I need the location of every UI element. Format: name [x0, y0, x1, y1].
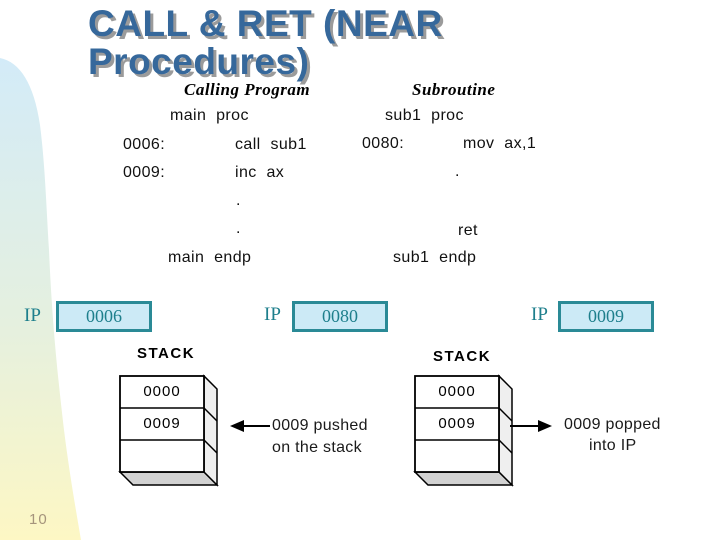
stack-title: STACK — [433, 348, 492, 365]
ip-register-label: IP — [531, 304, 548, 325]
code-sub1-proc: sub1 proc — [385, 107, 464, 124]
ip-register-value-box: 0080 — [292, 301, 388, 332]
ip-register-label: IP — [24, 305, 41, 326]
ip-register-value-box: 0006 — [56, 301, 152, 332]
code-ret: ret — [458, 222, 478, 239]
arrow-right-icon — [510, 420, 552, 432]
subroutine-header: Subroutine — [412, 80, 496, 99]
stack-cell: 0000 — [143, 383, 181, 400]
stack-cell: 0009 — [143, 415, 181, 432]
stack-cell — [120, 440, 204, 472]
stack-annotation-line2: into IP — [589, 437, 637, 454]
stack-box-3d — [413, 374, 514, 487]
page-title-line2: Procedures) — [88, 41, 310, 82]
code-addr-0009: 0009: — [123, 164, 166, 181]
code-ellipsis-dot: . — [236, 220, 241, 237]
code-sub1-endp: sub1 endp — [393, 249, 477, 266]
code-call-sub1: call sub1 — [235, 136, 307, 153]
page-title: CALL & RET (NEAR Procedures) — [88, 5, 443, 81]
stack-cell: 0009 — [438, 415, 476, 432]
stack-title: STACK — [137, 345, 196, 362]
code-ellipsis-dot: . — [455, 163, 460, 180]
stack-annotation-line1: 0009 popped — [564, 416, 661, 433]
code-addr-0006: 0006: — [123, 136, 166, 153]
code-inc-ax: inc ax — [235, 164, 285, 181]
code-main-endp: main endp — [168, 249, 252, 266]
page-title-line1: CALL & RET (NEAR — [88, 3, 443, 44]
stack-annotation-line2: on the stack — [272, 439, 362, 456]
code-addr-0080: 0080: — [362, 135, 405, 152]
ip-register-label: IP — [264, 304, 281, 325]
stack-annotation-line1: 0009 pushed — [272, 417, 368, 434]
slide-number: 10 — [29, 511, 48, 528]
arrow-left-icon — [230, 420, 270, 432]
stack-cell — [415, 440, 499, 472]
ip-register-value-box: 0009 — [558, 301, 654, 332]
code-ellipsis-dot: . — [236, 192, 241, 209]
stack-box-3d — [118, 374, 219, 487]
code-mov-ax-1: mov ax,1 — [463, 135, 537, 152]
left-accent-band — [0, 58, 81, 540]
code-main-proc: main proc — [170, 107, 249, 124]
calling-program-header: Calling Program — [184, 80, 311, 99]
stack-cell: 0000 — [438, 383, 476, 400]
